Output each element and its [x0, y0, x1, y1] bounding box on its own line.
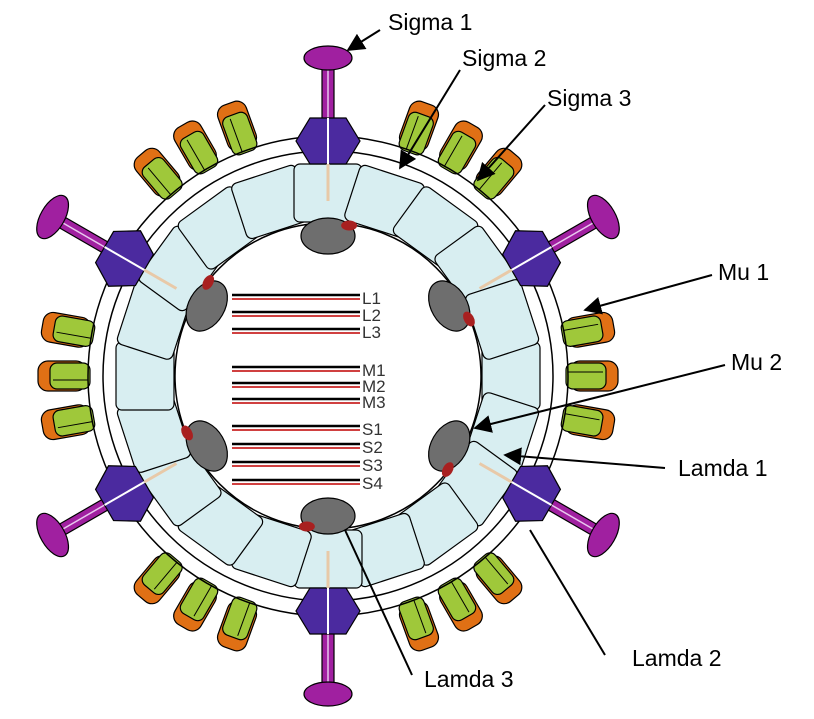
mu1-sigma3-unit — [170, 117, 222, 177]
mu1-sigma3-unit — [469, 549, 525, 608]
sigma1-head — [30, 508, 75, 562]
mu1-sigma3-unit — [130, 549, 186, 608]
mu1-sigma3-unit — [434, 575, 486, 635]
mu1-sigma3-unit — [560, 311, 616, 350]
label-sigma1: Sigma 1 — [388, 9, 472, 35]
segment-label: S1 — [362, 420, 383, 439]
mu1-subunit — [50, 363, 90, 389]
sigma1-head — [30, 190, 75, 244]
segment-label: L3 — [362, 323, 381, 342]
sigma1-head — [581, 190, 626, 244]
segment-label: S2 — [362, 438, 383, 457]
mu1-sigma3-unit — [560, 403, 616, 442]
mu1-sigma3-unit — [395, 595, 441, 654]
mu1-sigma3-unit — [434, 117, 486, 177]
mu1-subunit — [566, 363, 606, 389]
core-inner-ring — [175, 223, 481, 529]
mu1-sigma3-unit — [40, 311, 96, 350]
pointer-mu1 — [585, 275, 712, 310]
sigma1-head — [304, 46, 352, 70]
segment-label: S4 — [362, 474, 383, 493]
mu1-sigma3-unit — [215, 98, 261, 157]
label-sigma3: Sigma 3 — [547, 85, 631, 111]
mu2-marker — [299, 522, 315, 532]
mu2-marker — [341, 220, 357, 230]
mu1-sigma3-unit — [469, 144, 525, 203]
mu1-sigma3-unit — [38, 361, 90, 391]
pointer-sigma1 — [348, 30, 380, 50]
label-lamda2: Lamda 2 — [632, 645, 722, 671]
mu1-subunit — [221, 595, 259, 641]
mu1-subunit — [397, 110, 435, 156]
label-mu1: Mu 1 — [718, 259, 769, 285]
sigma1-head — [581, 508, 626, 562]
mu1-sigma3-unit — [40, 403, 96, 442]
label-lamda1: Lamda 1 — [678, 455, 768, 481]
mu1-subunit — [397, 595, 435, 641]
mu1-sigma3-unit — [170, 575, 222, 635]
mu1-sigma3-unit — [215, 595, 261, 654]
mu1-sigma3-unit — [566, 361, 618, 391]
label-mu2: Mu 2 — [731, 349, 782, 375]
segment-label: M3 — [362, 393, 386, 412]
mu1-sigma3-unit — [395, 98, 441, 157]
label-sigma2: Sigma 2 — [462, 45, 546, 71]
label-lamda3: Lamda 3 — [424, 666, 514, 692]
sigma1-head — [304, 682, 352, 706]
mu1-subunit — [221, 110, 259, 156]
mu1-sigma3-unit — [130, 144, 186, 203]
virion — [30, 46, 626, 706]
segment-label: S3 — [362, 456, 383, 475]
